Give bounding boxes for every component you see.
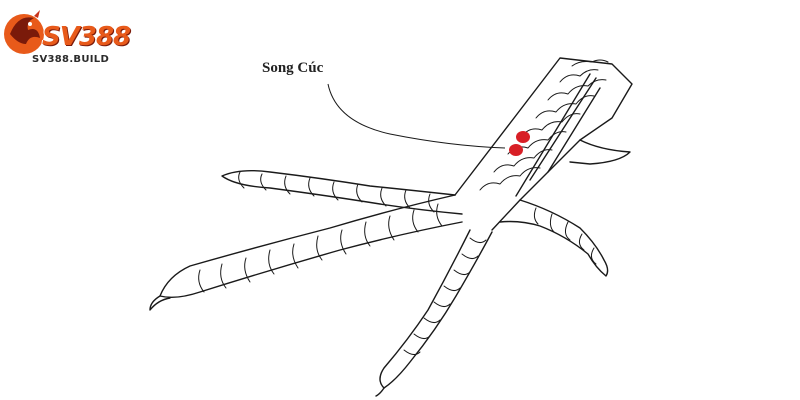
upper-left-toe xyxy=(221,169,463,215)
right-toe-scales xyxy=(533,207,597,265)
logo-brand: SV388 xyxy=(42,22,131,52)
blank-strip xyxy=(570,372,658,386)
lower-toe xyxy=(379,229,493,389)
upper-left-toe-scales xyxy=(238,171,435,213)
song-cuc-marker xyxy=(509,131,530,156)
lower-claw xyxy=(375,387,385,397)
logo-domain: SV388.BUILD xyxy=(32,54,110,65)
leader-line xyxy=(327,83,506,149)
lower-toe-scales xyxy=(403,237,487,356)
logo: SV388 SV388.BUILD xyxy=(4,2,132,76)
left-toe-scales xyxy=(198,203,443,293)
left-claw xyxy=(149,295,171,311)
left-toe xyxy=(159,194,463,299)
song-cuc-label: Song Cúc xyxy=(262,60,324,76)
rooster-logo-icon xyxy=(4,10,44,54)
spur xyxy=(569,139,631,165)
right-toe xyxy=(499,199,609,277)
leg-shank xyxy=(454,57,633,231)
